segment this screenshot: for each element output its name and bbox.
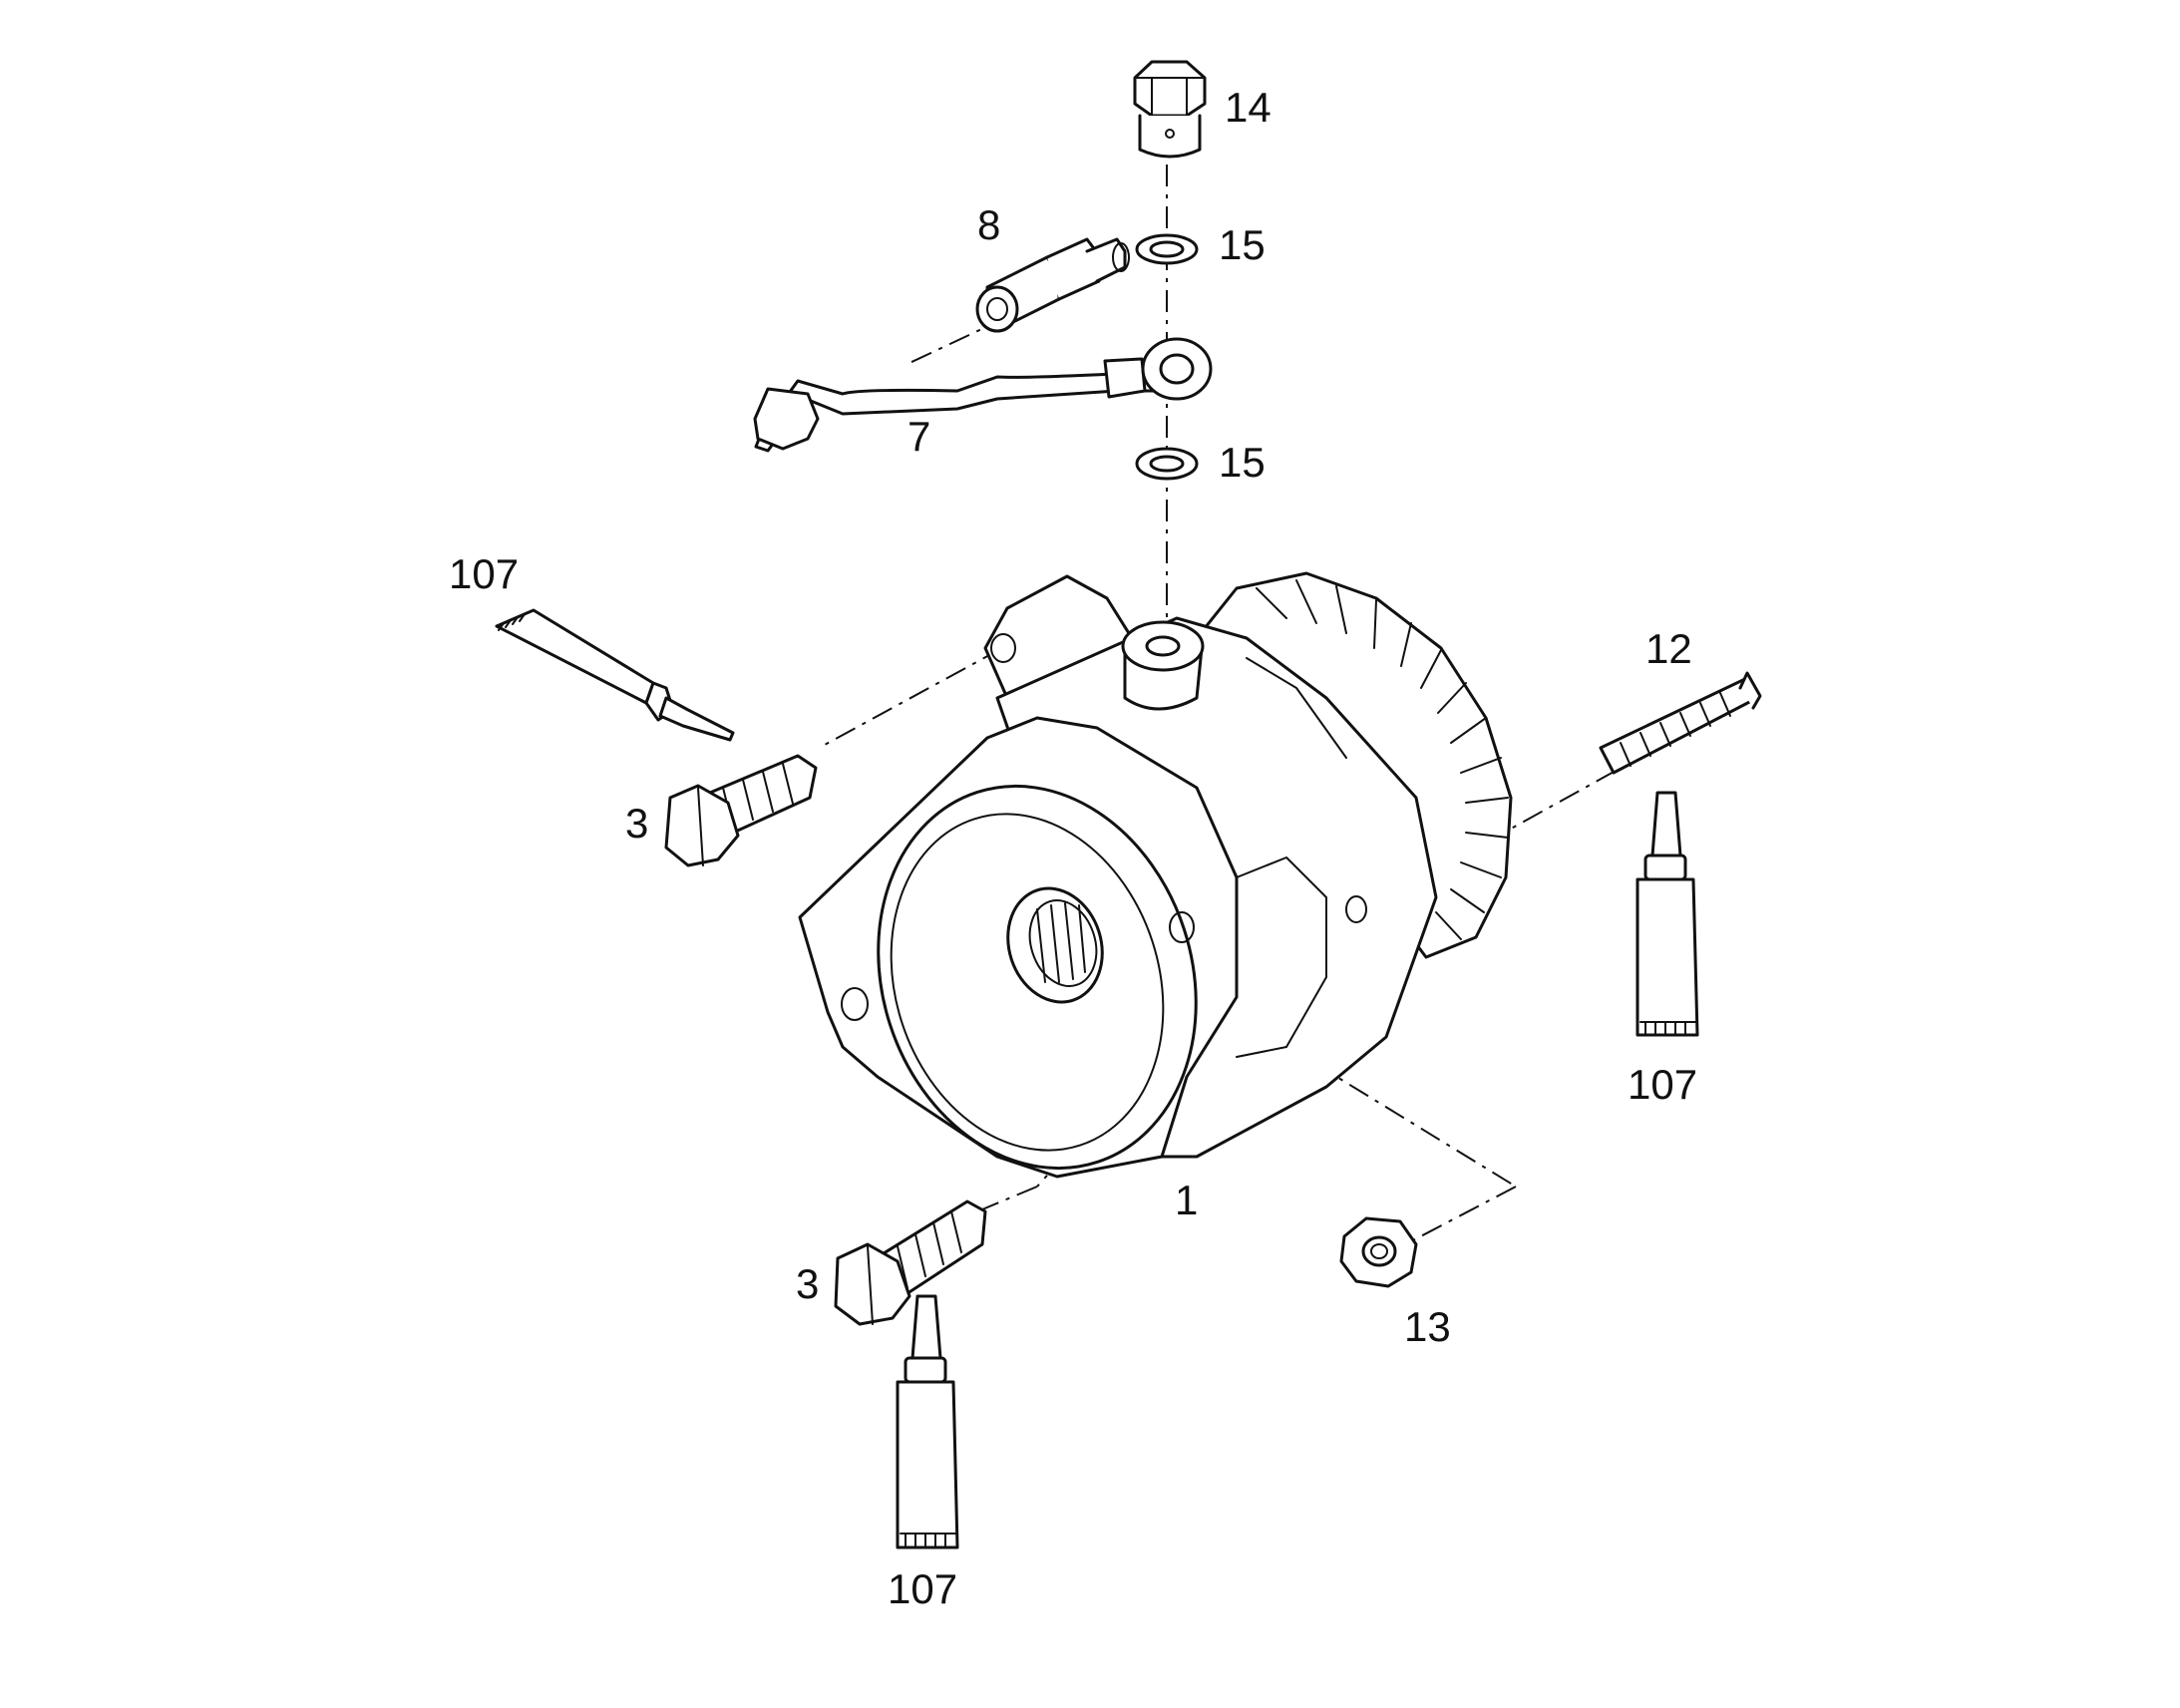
callout-107-upper-left: 107 <box>449 550 519 597</box>
callout-1: 1 <box>1175 1177 1198 1223</box>
callout-12: 12 <box>1645 625 1692 672</box>
sealant-tube-107-lower <box>896 1294 959 1549</box>
union-fitting-8 <box>975 237 1130 333</box>
callout-3-lower: 3 <box>796 1260 819 1307</box>
callout-107-lower: 107 <box>888 1565 957 1612</box>
stud-bolt-12 <box>1599 671 1762 775</box>
oil-line-7 <box>753 337 1213 453</box>
callout-14: 14 <box>1225 84 1272 131</box>
callout-8: 8 <box>977 201 1000 248</box>
banjo-bolt-14 <box>1133 60 1207 159</box>
callout-107-right: 107 <box>1628 1061 1697 1108</box>
callout-7: 7 <box>908 413 930 460</box>
hex-nut-13 <box>1339 1216 1418 1288</box>
hex-bolt-3-lower <box>834 1199 987 1326</box>
callout-3-upper: 3 <box>625 800 648 847</box>
callout-13: 13 <box>1404 1303 1451 1350</box>
pump-housing-1 <box>798 571 1513 1179</box>
sealant-tube-107-right <box>1635 791 1699 1037</box>
sealant-tube-107-upper-left <box>495 608 735 742</box>
callout-15-upper: 15 <box>1219 221 1266 268</box>
callout-15-lower: 15 <box>1219 439 1266 486</box>
sealing-washer-15-lower <box>1135 447 1199 481</box>
hex-bolt-3-upper <box>664 754 818 867</box>
sealing-washer-15-upper <box>1135 233 1199 265</box>
callout-labels: 14 15 8 7 15 107 12 3 107 1 3 13 107 <box>449 84 1697 1612</box>
